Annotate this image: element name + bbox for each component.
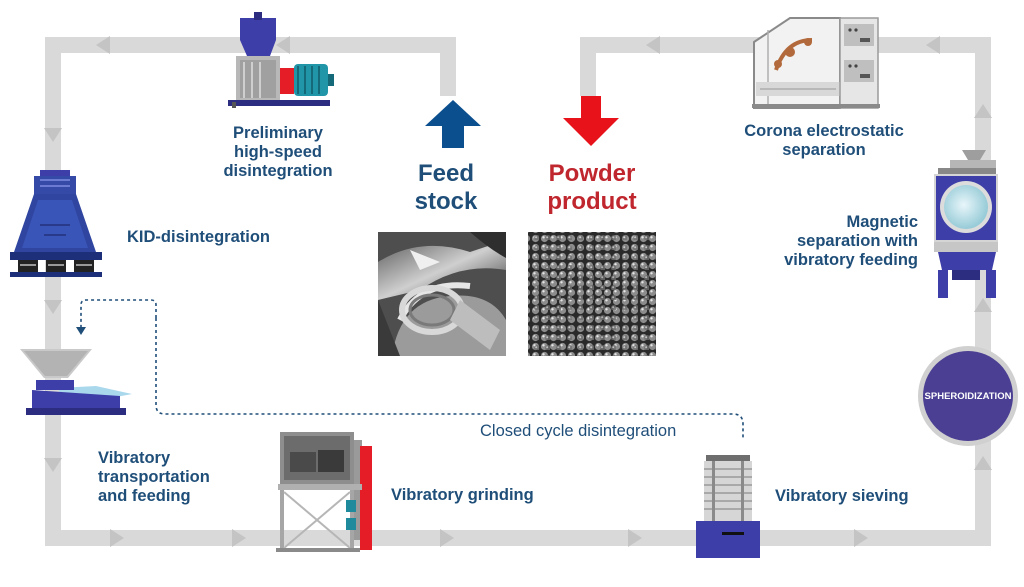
label-kid: KID-disintegration (127, 228, 270, 246)
powder-arrow-icon (563, 96, 619, 146)
hammer-mill-icon (228, 12, 334, 108)
vibratory-feeder-icon (20, 349, 132, 415)
label-magnetic: Magnetic separation with vibratory feedi… (784, 213, 918, 269)
feedstock-title: Feed stock (414, 160, 478, 215)
powder-title: Powder product (547, 160, 637, 215)
flow-direction-arrows (44, 36, 992, 547)
label-grinding: Vibratory grinding (391, 486, 534, 504)
corona-separator-icon (752, 17, 880, 109)
kid-mill-icon (10, 170, 102, 277)
label-sieving: Vibratory sieving (775, 487, 909, 505)
feedstock-arrow-icon (425, 100, 481, 148)
sieve-icon (696, 455, 760, 558)
vibratory-grinder-icon (276, 432, 372, 552)
spheroidization-circle (918, 346, 1018, 446)
closed-cycle-path (80, 299, 744, 440)
label-transport: Vibratory transportation and feeding (98, 449, 210, 505)
feedstock-photo (378, 232, 506, 356)
label-preliminary: Preliminary high-speed disintegration (223, 124, 333, 180)
label-spheroidization: SPHEROIDIZATION (924, 391, 1012, 402)
magnetic-separator-icon (934, 150, 998, 298)
label-closed-cycle: Closed cycle disintegration (480, 422, 677, 440)
label-corona: Corona electrostatic separation (744, 122, 904, 159)
powder-photo (528, 232, 656, 356)
